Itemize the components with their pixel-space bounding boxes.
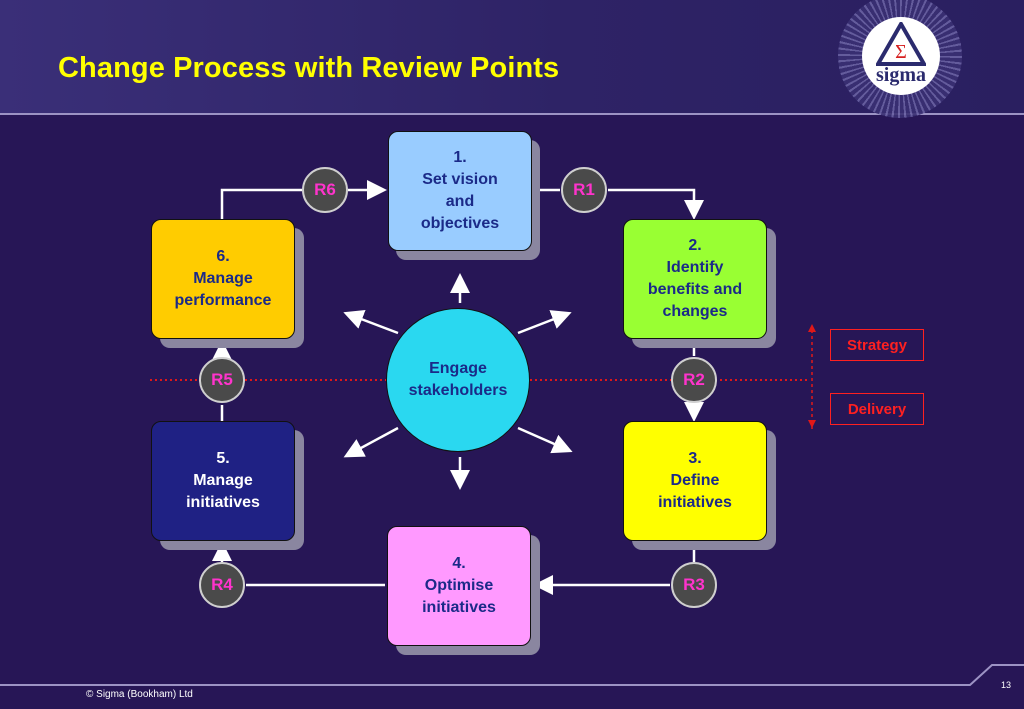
zone-arrow-up-icon [808, 324, 816, 332]
step-3-number: 3. [688, 450, 702, 467]
step-2-line-2: benefits and [647, 281, 743, 298]
center-arrow-upper-left [343, 309, 399, 335]
step-2-number: 2. [688, 237, 702, 254]
connector-6-r6 [220, 188, 302, 220]
step-1-line-1: Set vision [422, 171, 498, 188]
header-divider [0, 113, 1024, 115]
step-2-line-3: changes [662, 303, 728, 320]
page-number: 13 [1001, 680, 1012, 690]
step-6-line-2: performance [174, 292, 272, 309]
review-point-r4: R4 [199, 562, 245, 608]
center-line-1: Engage [429, 360, 487, 377]
review-point-r6: R6 [302, 167, 348, 213]
engage-stakeholders-hub: Engage stakeholders [386, 308, 530, 452]
delivery-zone-label: Delivery [830, 393, 924, 425]
step-5-manage-initiatives: 5. Manage initiatives [151, 421, 295, 541]
zone-arrow-down-icon [808, 420, 816, 428]
footer-line [0, 664, 1024, 686]
step-5-line-2: initiatives [186, 494, 260, 511]
connector-r1-2 [608, 188, 704, 220]
copyright-footer: © Sigma (Bookham) Ltd [86, 689, 193, 700]
review-point-r2: R2 [671, 357, 717, 403]
review-point-r1: R1 [561, 167, 607, 213]
logo-sigma-symbol: Σ [895, 41, 907, 63]
review-point-r5: R5 [199, 357, 245, 403]
step-6-manage-performance: 6. Manage performance [151, 219, 295, 339]
sigma-triangle-icon: Σ [876, 22, 926, 66]
step-1-number: 1. [453, 149, 467, 166]
step-1-line-2: and [445, 193, 475, 210]
step-3-line-1: Define [670, 472, 720, 489]
step-4-line-1: Optimise [424, 577, 494, 594]
step-1-line-3: objectives [420, 215, 500, 232]
step-2-identify-benefits: 2. Identify benefits and changes [623, 219, 767, 339]
step-1-set-vision: 1. Set vision and objectives [388, 131, 532, 251]
center-arrow-upper-right [517, 310, 572, 335]
step-6-number: 6. [216, 248, 230, 265]
center-arrow-lower-left [343, 426, 399, 458]
step-4-number: 4. [452, 555, 466, 572]
step-4-line-2: initiatives [422, 599, 496, 616]
center-line-2: stakeholders [408, 382, 508, 399]
step-6-line-1: Manage [193, 270, 253, 287]
slide-title: Change Process with Review Points [58, 52, 560, 84]
review-point-r3: R3 [671, 562, 717, 608]
logo-wordmark: sigma [876, 64, 926, 86]
step-2-line-1: Identify [666, 259, 724, 276]
step-3-line-2: initiatives [658, 494, 732, 511]
strategy-zone-label: Strategy [830, 329, 924, 361]
step-5-number: 5. [216, 450, 230, 467]
step-3-define-initiatives: 3. Define initiatives [623, 421, 767, 541]
center-arrow-lower-right [517, 426, 573, 454]
flow-connectors [212, 180, 704, 595]
step-4-optimise-initiatives: 4. Optimise initiatives [387, 526, 531, 646]
sigma-logo [862, 17, 940, 95]
step-5-line-1: Manage [193, 472, 253, 489]
